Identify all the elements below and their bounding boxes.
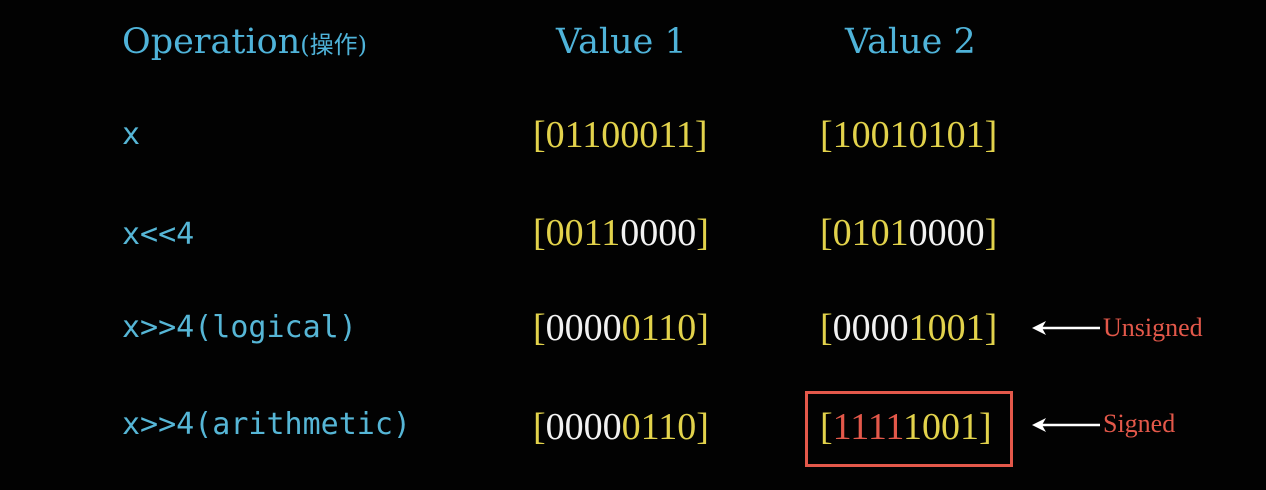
signed-result-highlight-box xyxy=(805,391,1013,467)
value2-bits: [00001001] xyxy=(820,298,997,358)
operation-header-suffix: (操作) xyxy=(300,31,368,59)
bit-segment: ] xyxy=(984,212,998,254)
value2-column-header: Value 2 xyxy=(845,22,976,62)
bit-segment: [ xyxy=(820,406,833,448)
arrow-left-icon xyxy=(1032,418,1100,432)
operation-label: x>>4(logical) xyxy=(122,310,357,345)
bit-segment: [01100011] xyxy=(533,114,708,156)
operation-label: x<<4 xyxy=(122,217,195,252)
bit-segment: 0110] xyxy=(621,307,709,349)
bit-segment: 0000 xyxy=(620,212,697,254)
bit-segment: 1001] xyxy=(903,406,992,448)
arrow-left-icon xyxy=(1032,321,1100,335)
bit-segment: [ xyxy=(533,406,546,448)
unsigned-note: Unsigned xyxy=(1103,313,1203,342)
bit-segment: 1111 xyxy=(832,406,904,448)
bit-segment: 0000 xyxy=(908,212,985,254)
bit-segment: 0000 xyxy=(832,307,909,349)
bit-segment: [10010101] xyxy=(820,114,998,156)
value2-bits: [11111001] xyxy=(820,397,992,457)
operation-header-label: Operation xyxy=(122,22,301,62)
value1-bits: [00000110] xyxy=(533,397,709,457)
bit-segment: 0110] xyxy=(621,406,709,448)
value1-bits: [01100011] xyxy=(533,105,708,165)
operation-label: x>>4(arithmetic) xyxy=(122,407,411,442)
bit-segment: [ xyxy=(820,307,833,349)
signed-note: Signed xyxy=(1103,409,1176,438)
bit-segment: 1001] xyxy=(908,307,998,349)
bit-segment: 0000 xyxy=(545,406,622,448)
operation-column-header: Operation(操作) xyxy=(122,18,367,66)
value1-bits: [00000110] xyxy=(533,298,709,358)
value2-bits: [01010000] xyxy=(820,203,997,263)
bit-segment: [0011 xyxy=(533,212,621,254)
value1-bits: [00110000] xyxy=(533,203,709,263)
bit-segment: [ xyxy=(533,307,546,349)
bit-segment: 0000 xyxy=(545,307,622,349)
value1-column-header: Value 1 xyxy=(556,22,687,62)
bit-segment: ] xyxy=(696,212,709,254)
value2-bits: [10010101] xyxy=(820,105,997,165)
operation-label: x xyxy=(122,117,141,152)
bit-segment: [0101 xyxy=(820,212,909,254)
